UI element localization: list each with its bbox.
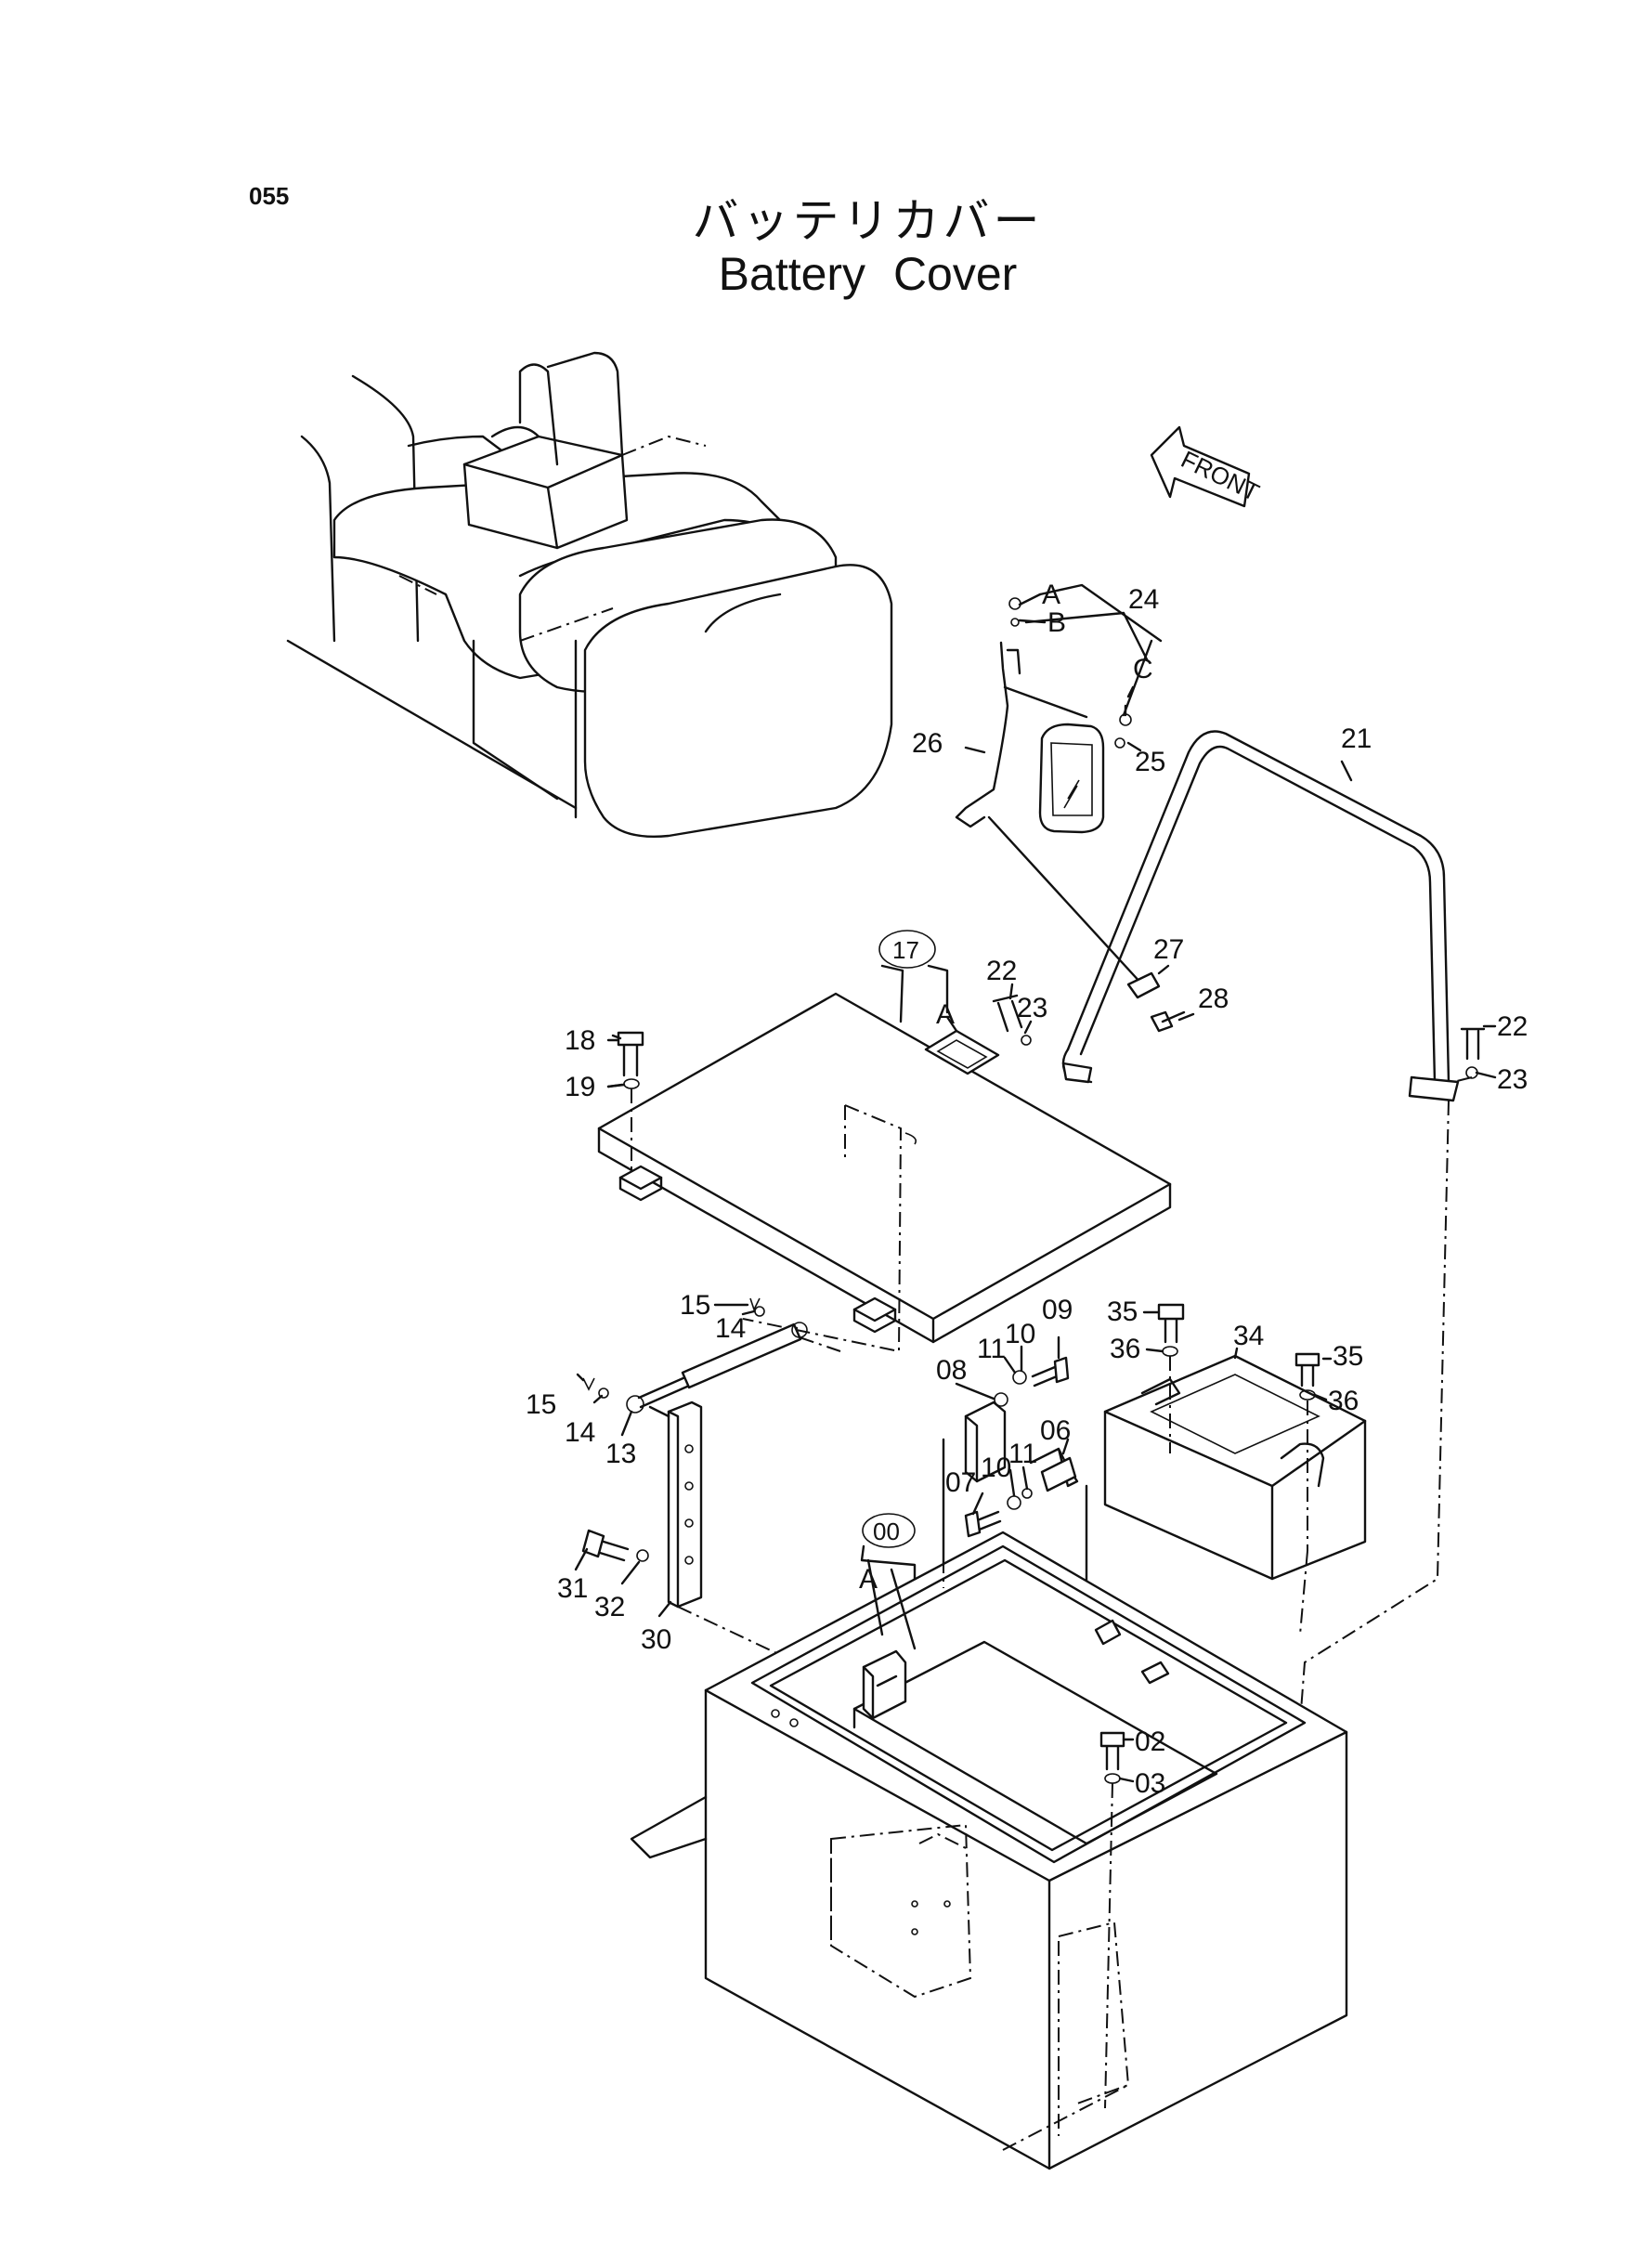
callout-c-24: C <box>1133 654 1153 684</box>
callout-labels: A 24 B C 26 25 21 17 22 23 A 27 28 22 23… <box>526 580 1528 1799</box>
callout-35-right: 35 <box>1333 1341 1363 1372</box>
callout-31: 31 <box>557 1573 588 1604</box>
gas-strut <box>582 1297 841 1414</box>
callout-18: 18 <box>565 1025 595 1056</box>
page-number: 055 <box>249 182 290 210</box>
callout-11-lower: 11 <box>1008 1439 1037 1469</box>
callout-19: 19 <box>565 1072 595 1102</box>
callout-14-lower: 14 <box>565 1417 595 1448</box>
callout-24: 24 <box>1128 584 1159 615</box>
callout-21: 21 <box>1341 723 1372 754</box>
callout-a-24: A <box>1042 580 1060 610</box>
callout-22-left: 22 <box>986 956 1017 986</box>
callout-07: 07 <box>945 1467 976 1498</box>
title-japanese: バッテリカバー <box>692 194 1044 248</box>
callout-b-24: B <box>1047 607 1066 638</box>
callout-10-lower: 10 <box>981 1453 1011 1483</box>
callout-32: 32 <box>594 1592 625 1622</box>
callout-10-upper: 10 <box>1005 1319 1035 1349</box>
callout-15-upper: 15 <box>680 1290 710 1321</box>
title-english: Battery Cover <box>718 248 1018 300</box>
callout-34: 34 <box>1233 1321 1264 1351</box>
callout-14-upper: 14 <box>715 1313 746 1344</box>
callout-02: 02 <box>1135 1726 1165 1757</box>
callout-09: 09 <box>1042 1295 1073 1325</box>
hinge-bracket <box>581 1401 837 1682</box>
callout-36-right: 36 <box>1328 1386 1359 1416</box>
callout-25: 25 <box>1135 747 1165 777</box>
leader-lines <box>574 593 1497 1783</box>
front-arrow: FRONT <box>1150 425 1264 508</box>
callout-36-left: 36 <box>1110 1334 1140 1364</box>
callout-00: 00 <box>873 1518 900 1545</box>
mirror-assembly <box>955 583 1163 986</box>
battery-cover-panel <box>597 930 1172 1353</box>
callout-26: 26 <box>912 728 943 759</box>
battery-base-box <box>630 1472 1348 2170</box>
callout-11-upper: 11 <box>977 1334 1006 1364</box>
callout-22-right: 22 <box>1497 1011 1528 1042</box>
callout-30: 30 <box>641 1624 671 1655</box>
callout-28: 28 <box>1198 984 1229 1014</box>
callout-06: 06 <box>1040 1415 1071 1446</box>
callout-a-17: A <box>936 999 955 1030</box>
machine-overview <box>286 351 893 838</box>
handrail <box>992 730 1486 1724</box>
callout-03: 03 <box>1135 1768 1165 1799</box>
callout-27: 27 <box>1153 934 1184 965</box>
callout-15-lower: 15 <box>526 1389 556 1420</box>
callout-a-00: A <box>859 1564 878 1595</box>
callout-23-right: 23 <box>1497 1064 1528 1095</box>
callout-08: 08 <box>936 1355 967 1386</box>
callout-17: 17 <box>892 936 919 964</box>
callout-13: 13 <box>605 1439 636 1469</box>
callout-23-left: 23 <box>1017 993 1047 1023</box>
callout-35-left: 35 <box>1107 1296 1138 1327</box>
